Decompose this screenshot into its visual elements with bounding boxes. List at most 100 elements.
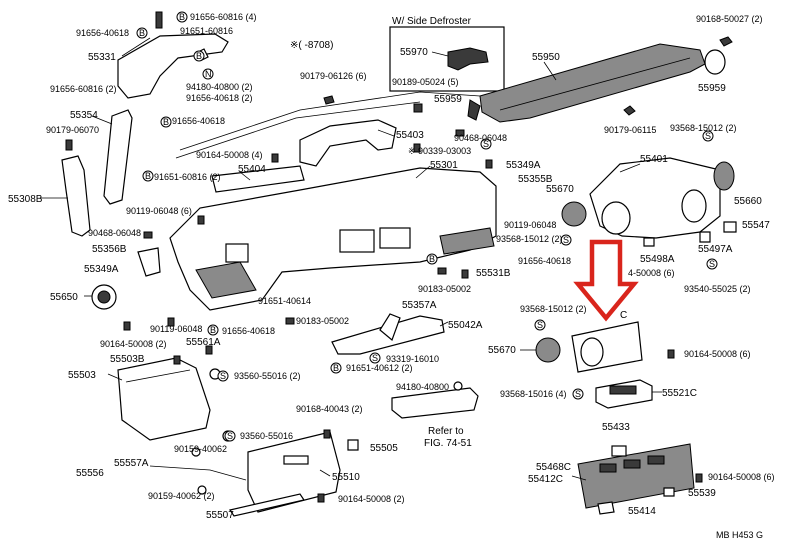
clip-55561A[interactable] <box>205 345 213 355</box>
clip-90339-03003[interactable] <box>413 143 421 153</box>
nut-94180-40800[interactable] <box>453 381 463 391</box>
stopper-90159-40062[interactable] <box>191 447 201 457</box>
marker-s: S <box>369 352 381 364</box>
label-90164-50008-6-mid: 90164-50008 (6) <box>684 349 751 359</box>
panel-pad-55404[interactable] <box>211 165 305 193</box>
switch-55497A[interactable] <box>699 231 711 243</box>
check-strap <box>149 465 247 481</box>
right-cluster-housing-group <box>561 157 737 247</box>
clip-55503B[interactable] <box>173 355 181 365</box>
marker-b: B <box>136 27 148 39</box>
marker-s: S <box>480 138 492 150</box>
label-90183-05002-mid: 90183-05002 <box>418 284 471 294</box>
defroster-nozzle[interactable] <box>479 43 706 123</box>
marker-b: B <box>207 324 219 336</box>
label-93568-15012-mid: 93568-15012 (2) <box>496 234 563 244</box>
brace-55354[interactable] <box>103 109 133 205</box>
label-55561A: 55561A <box>186 337 221 348</box>
instrument-panel-group <box>169 143 497 311</box>
hinge-55507[interactable] <box>229 493 305 517</box>
bracket-55331[interactable] <box>117 33 229 99</box>
panel-center-opening-2 <box>379 227 411 249</box>
screw-90164-50008-panel[interactable] <box>695 473 703 483</box>
label-55557A: 55557A <box>114 458 149 469</box>
clip-90168-50027[interactable] <box>719 36 733 47</box>
vent-55670-top[interactable] <box>561 201 587 227</box>
label-90164-50008-4: 90164-50008 (4) <box>196 150 263 160</box>
reference-markers: B B B N B B S S S S B B S S B S S S <box>136 11 718 442</box>
leader-55404 <box>239 171 251 181</box>
vent-55670-low[interactable] <box>535 337 561 363</box>
label-55505: 55505 <box>370 443 398 454</box>
svg-text:N: N <box>205 69 212 79</box>
clip-55349A[interactable] <box>485 159 493 169</box>
label-90119-06048-low: 90119-06048 <box>150 324 202 334</box>
leader-lines <box>40 37 662 481</box>
label-mb-h453g: MB H453 G <box>716 530 763 540</box>
label-55670-low: 55670 <box>488 345 516 356</box>
stopper-90159-40062-2[interactable] <box>197 485 207 495</box>
switch-55468C[interactable] <box>611 445 627 457</box>
screw-90164-50008[interactable] <box>271 153 279 163</box>
clip-90468-06048-left[interactable] <box>143 231 153 239</box>
label-91651-60816: 91651-60816 <box>180 26 233 36</box>
svg-text:B: B <box>179 12 185 22</box>
label-93319-16010: 93319-16010 <box>386 354 439 364</box>
bracket-55357A[interactable] <box>379 313 401 342</box>
glove-box-rim <box>125 369 191 383</box>
label-55503: 55503 <box>68 370 96 381</box>
marker-b: B <box>142 170 154 182</box>
label-55403: 55403 <box>396 130 424 141</box>
glove-door-handle[interactable] <box>283 455 309 465</box>
screw-90164-50008-low[interactable] <box>317 493 325 503</box>
marker-b: B <box>160 116 172 128</box>
clip-90168-40043[interactable] <box>323 429 331 439</box>
label-93560-55016: 93560-55016 <box>240 431 293 441</box>
clip-90189-05024[interactable] <box>413 103 423 113</box>
latch-55505[interactable] <box>347 439 359 451</box>
side-vent-55660[interactable] <box>713 161 735 191</box>
label-55349A-left: 55349A <box>84 264 119 275</box>
screw-90164-50008-mid[interactable] <box>667 349 675 359</box>
marker-b: B <box>176 11 188 23</box>
clip-55414[interactable] <box>597 501 615 515</box>
side-vent-55959[interactable] <box>467 99 481 121</box>
glove-box-55503[interactable] <box>117 357 211 441</box>
clip-90179-06115[interactable] <box>623 105 636 116</box>
side-defroster-duct[interactable] <box>447 47 489 71</box>
meter-hood-55403[interactable] <box>299 119 397 167</box>
clip-90119-06048-low[interactable] <box>167 317 175 327</box>
panel-lower-vent <box>195 261 257 299</box>
bolt-90179-06070[interactable] <box>65 139 73 151</box>
nozzle-ridge <box>499 57 691 111</box>
clip-90468-06048[interactable] <box>455 129 465 137</box>
switch-panel-55412C[interactable] <box>577 443 695 509</box>
label-55498A: 55498A <box>640 254 675 265</box>
switch-55547[interactable] <box>723 221 737 233</box>
svg-text:B: B <box>333 363 339 373</box>
label-90164-50008-2-low: 90164-50008 (2) <box>338 494 405 504</box>
clip-90119-06048[interactable] <box>197 215 205 225</box>
assist-grip[interactable] <box>391 387 479 419</box>
switch-55498A[interactable] <box>643 237 655 247</box>
label-93568-15016-4: 93568-15016 (4) <box>500 389 567 399</box>
bolt-91656-60816[interactable] <box>155 11 163 29</box>
label-55959-center: 55959 <box>434 94 462 105</box>
bracket-55356B[interactable] <box>137 247 161 277</box>
dash-upper-trim <box>175 91 481 159</box>
clip-90183-05002[interactable] <box>437 267 447 275</box>
svg-text:S: S <box>372 353 378 363</box>
label-90159-40062-2: 90159-40062 (2) <box>148 491 215 501</box>
clip-55539[interactable] <box>663 487 675 497</box>
marker-b: B <box>330 362 342 374</box>
clip-55531B[interactable] <box>461 269 469 279</box>
label-90468-06048-left: 90468-06048 <box>88 228 141 238</box>
svg-text:S: S <box>537 320 543 330</box>
brace-55308B[interactable] <box>61 155 91 237</box>
side-vent-cap-right[interactable] <box>704 49 726 75</box>
clip-90183-05002-low[interactable] <box>285 317 295 325</box>
screw-90164-50008-left[interactable] <box>123 321 131 331</box>
clip-90179-06126[interactable] <box>323 95 335 105</box>
label-90179-06115: 90179-06115 <box>604 125 656 135</box>
instrument-panel-55301[interactable] <box>169 167 497 311</box>
